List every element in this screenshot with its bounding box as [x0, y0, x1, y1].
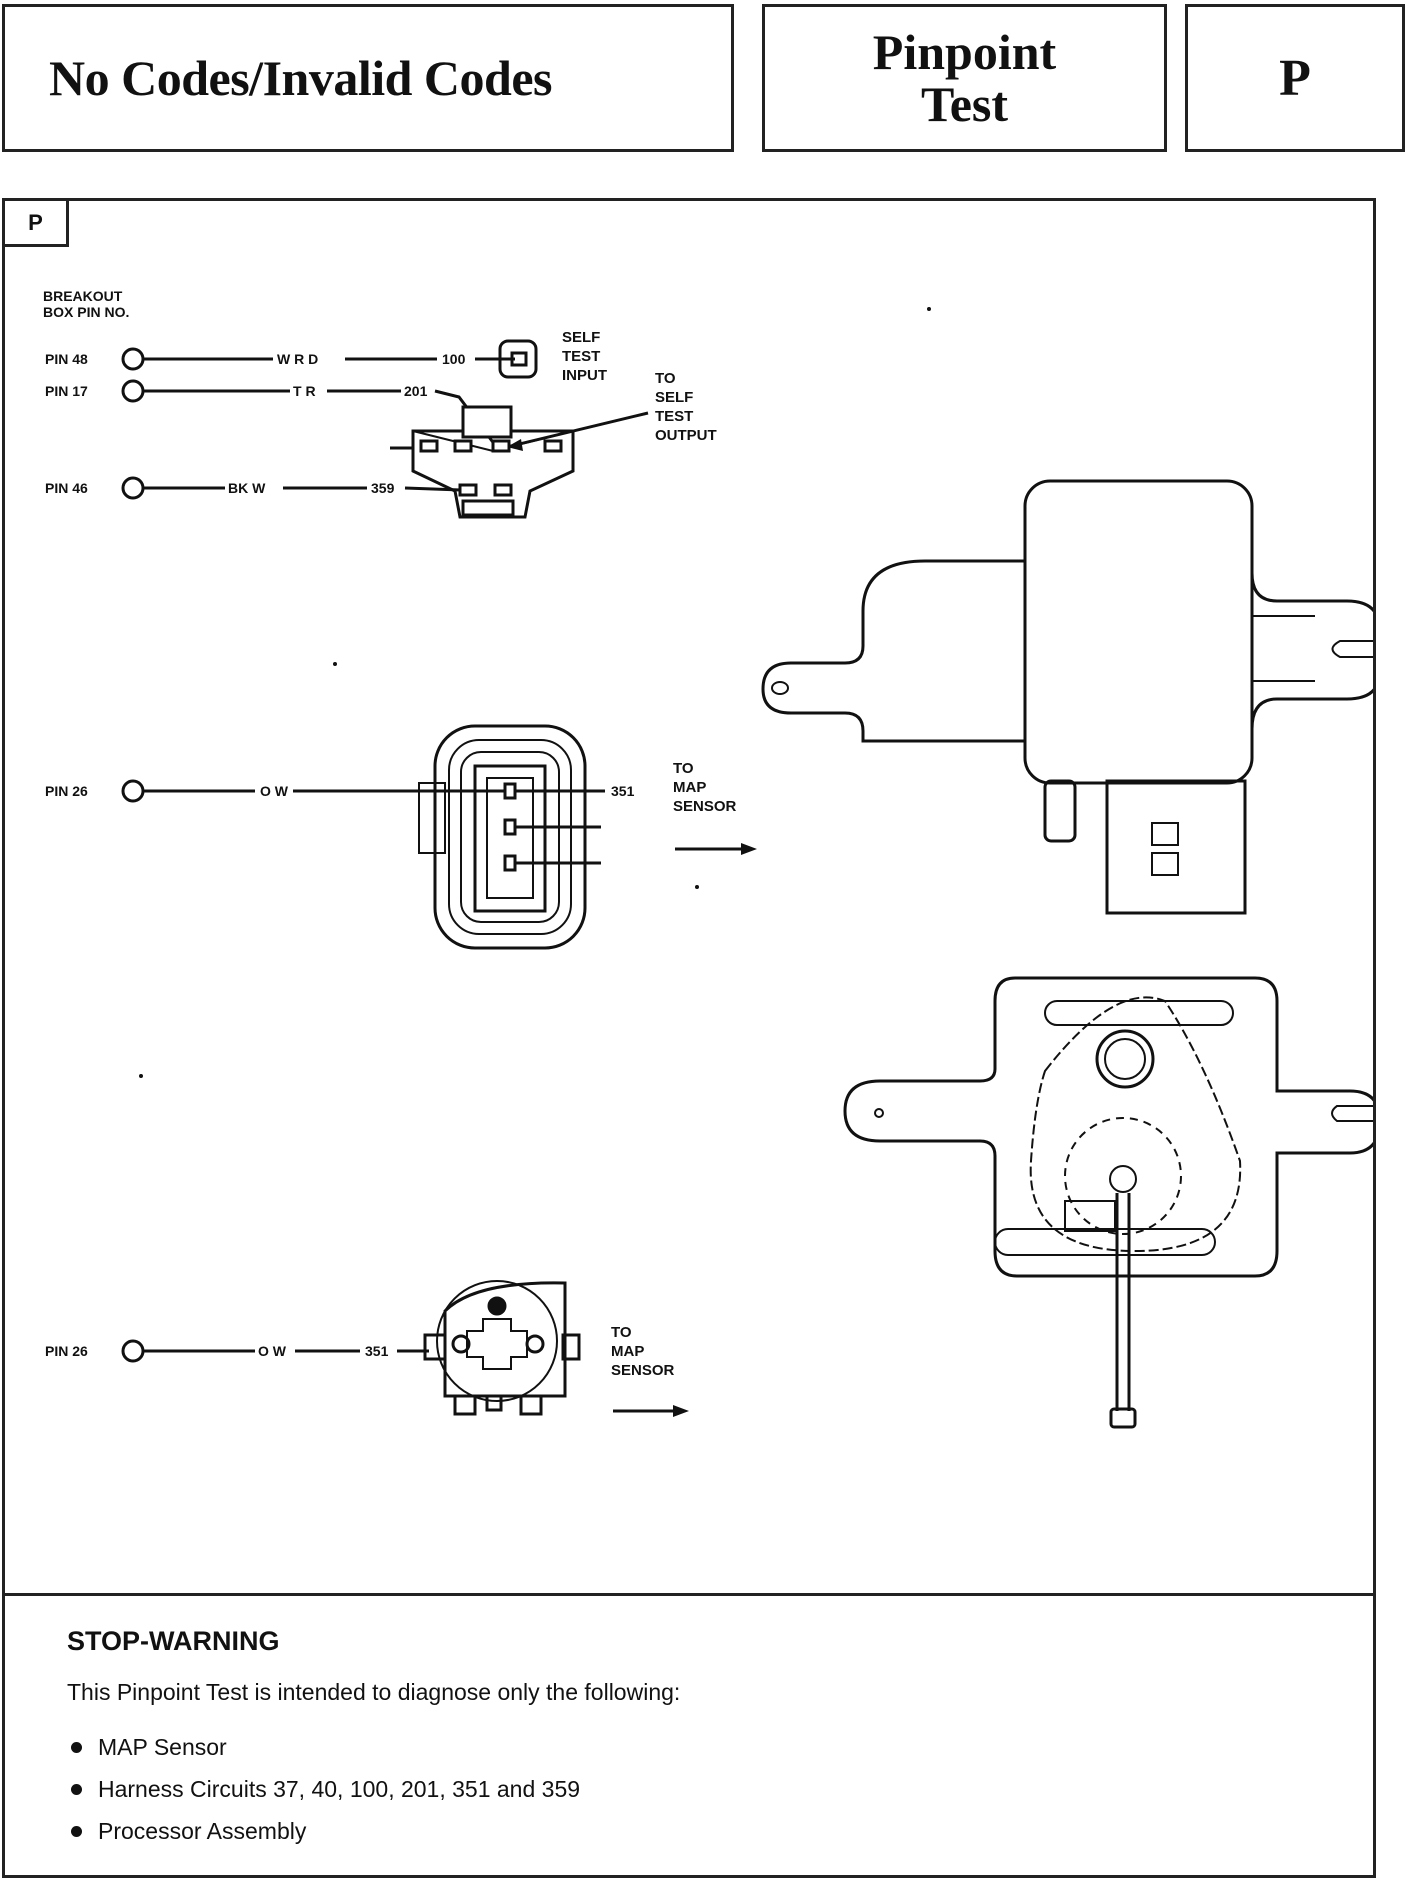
map-sensor-side-illustration	[761, 479, 1382, 915]
diagram-panel: P BREAKOUT BOX PIN NO. PIN 48 W R D 100 …	[5, 201, 1382, 1593]
test-code-box: P	[1185, 4, 1405, 152]
map-label-to: TO	[611, 1324, 632, 1341]
pin-label: PIN 48	[45, 351, 88, 367]
pin-row-46: PIN 46 BK W 359	[45, 476, 462, 500]
test-type-line2: Test	[920, 76, 1009, 132]
pin-label: PIN 26	[45, 1343, 88, 1359]
map-label-map: MAP	[611, 1343, 644, 1360]
pin-label: PIN 26	[45, 783, 88, 799]
circuit-number: 201	[404, 383, 428, 399]
section-divider	[5, 1593, 1373, 1596]
map-sensor-label-a: TO MAP SENSOR	[673, 760, 757, 855]
circuit-number: 359	[371, 480, 395, 496]
self-test-output-line1: TO	[655, 370, 676, 387]
list-item-text: Processor Assembly	[98, 1818, 307, 1844]
self-test-input-line2: TEST	[562, 348, 600, 365]
pin-row-26-b: PIN 26 O W 351	[45, 1339, 429, 1363]
warning-intro: This Pinpoint Test is intended to diagno…	[67, 1679, 681, 1705]
list-item: Processor Assembly	[67, 1818, 1267, 1845]
list-item: Harness Circuits 37, 40, 100, 201, 351 a…	[67, 1776, 1267, 1803]
pin-jack	[121, 779, 145, 803]
pin-label: PIN 46	[45, 480, 88, 496]
self-test-connector	[390, 405, 575, 519]
bullet-icon	[71, 1826, 82, 1837]
self-test-input-line3: INPUT	[562, 367, 607, 384]
breakout-label-line2: BOX PIN NO.	[43, 304, 129, 320]
wire-color: BK W	[228, 480, 266, 496]
map-sensor-round-connector	[423, 1280, 581, 1416]
test-code: P	[1279, 49, 1311, 107]
self-test-input-line1: SELF	[562, 329, 600, 346]
page-title: No Codes/Invalid Codes	[49, 50, 553, 106]
title-box: No Codes/Invalid Codes	[2, 4, 734, 152]
self-test-output-line3: TEST	[655, 408, 693, 425]
warning-heading: STOP-WARNING	[67, 1626, 280, 1656]
bullet-icon	[71, 1742, 82, 1753]
pin-jack	[121, 347, 145, 371]
pin-label: PIN 17	[45, 383, 88, 399]
wire-color: T R	[293, 383, 316, 399]
pin-jack	[121, 379, 145, 403]
test-panel: P BREAKOUT BOX PIN NO. PIN 48 W R D 100 …	[2, 198, 1382, 1878]
pin-jack	[121, 1339, 145, 1363]
list-item-text: MAP Sensor	[98, 1734, 227, 1760]
pin-row-17: PIN 17 T R 201 TO SELF TEST OUTPUT	[45, 370, 717, 451]
wire-color: W R D	[277, 351, 318, 367]
map-sensor-harness-connector	[418, 724, 601, 950]
map-label-map: MAP	[673, 779, 706, 796]
wire-color: O W	[260, 783, 289, 799]
circuit-number: 351	[365, 1343, 389, 1359]
breakout-label-line1: BREAKOUT	[43, 288, 123, 304]
map-label-to: TO	[673, 760, 694, 777]
self-test-output-line2: SELF	[655, 389, 693, 406]
pin-jack	[121, 476, 145, 500]
self-test-input-connector	[498, 339, 538, 379]
map-label-sensor: SENSOR	[673, 798, 737, 815]
warning-list: MAP Sensor Harness Circuits 37, 40, 100,…	[67, 1734, 1267, 1845]
map-label-sensor: SENSOR	[611, 1362, 675, 1379]
stop-warning-section: STOP-WARNING This Pinpoint Test is inten…	[67, 1626, 1267, 1860]
list-item: MAP Sensor	[67, 1734, 1267, 1761]
wiring-diagram: BREAKOUT BOX PIN NO. PIN 48 W R D 100 SE…	[43, 288, 1382, 1429]
pin-row-48: PIN 48 W R D 100 SELF TEST INPUT	[45, 329, 607, 384]
test-type-box: Pinpoint Test	[762, 4, 1167, 152]
bullet-icon	[71, 1784, 82, 1795]
circuit-number: 100	[442, 351, 466, 367]
list-item-text: Harness Circuits 37, 40, 100, 201, 351 a…	[98, 1776, 581, 1802]
circuit-number: 351	[611, 783, 635, 799]
map-sensor-bottom-illustration	[843, 976, 1382, 1429]
diagram-tag: P	[5, 201, 69, 247]
map-sensor-label-b: TO MAP SENSOR	[611, 1324, 689, 1417]
test-type-line1: Pinpoint	[872, 24, 1057, 80]
wire-color: O W	[258, 1343, 287, 1359]
self-test-output-line4: OUTPUT	[655, 427, 717, 444]
